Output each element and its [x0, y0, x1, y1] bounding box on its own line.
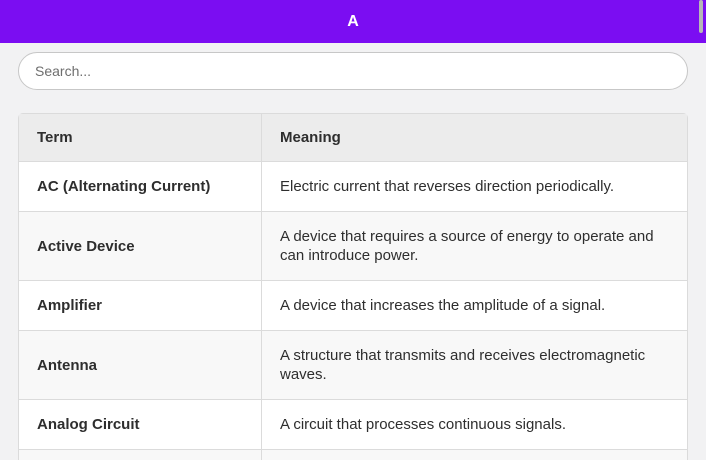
meaning-cell: Electric current that reverses direction…: [261, 161, 688, 212]
scrollbar-thumb[interactable]: [699, 0, 703, 33]
meaning-cell: A device that increases the amplitude of…: [261, 280, 688, 331]
search-bar: [0, 43, 706, 90]
table-row: Analog Circuit A circuit that processes …: [18, 399, 688, 450]
meaning-cell: A circuit that processes continuous sign…: [261, 399, 688, 450]
term-cell: Active Device: [18, 211, 262, 281]
table-row: AC (Alternating Current) Electric curren…: [18, 161, 688, 212]
term-cell: Amplifier: [18, 280, 262, 331]
table-row-partial: [18, 449, 688, 460]
column-header-term: Term: [18, 113, 262, 162]
page-title: A: [347, 12, 359, 30]
meaning-cell: [261, 449, 688, 460]
term-cell: [18, 449, 262, 460]
table-row: Active Device A device that requires a s…: [18, 211, 688, 281]
app-header: A: [0, 0, 706, 43]
term-cell: Analog Circuit: [18, 399, 262, 450]
table-row: Antenna A structure that transmits and r…: [18, 330, 688, 400]
table-header-row: Term Meaning: [18, 113, 688, 162]
meaning-cell: A device that requires a source of energ…: [261, 211, 688, 281]
term-cell: Antenna: [18, 330, 262, 400]
glossary-table-container: Term Meaning AC (Alternating Current) El…: [18, 113, 688, 460]
search-input[interactable]: [18, 52, 688, 90]
term-cell: AC (Alternating Current): [18, 161, 262, 212]
meaning-cell: A structure that transmits and receives …: [261, 330, 688, 400]
table-row: Amplifier A device that increases the am…: [18, 280, 688, 331]
column-header-meaning: Meaning: [261, 113, 688, 162]
glossary-table: Term Meaning AC (Alternating Current) El…: [18, 113, 688, 460]
